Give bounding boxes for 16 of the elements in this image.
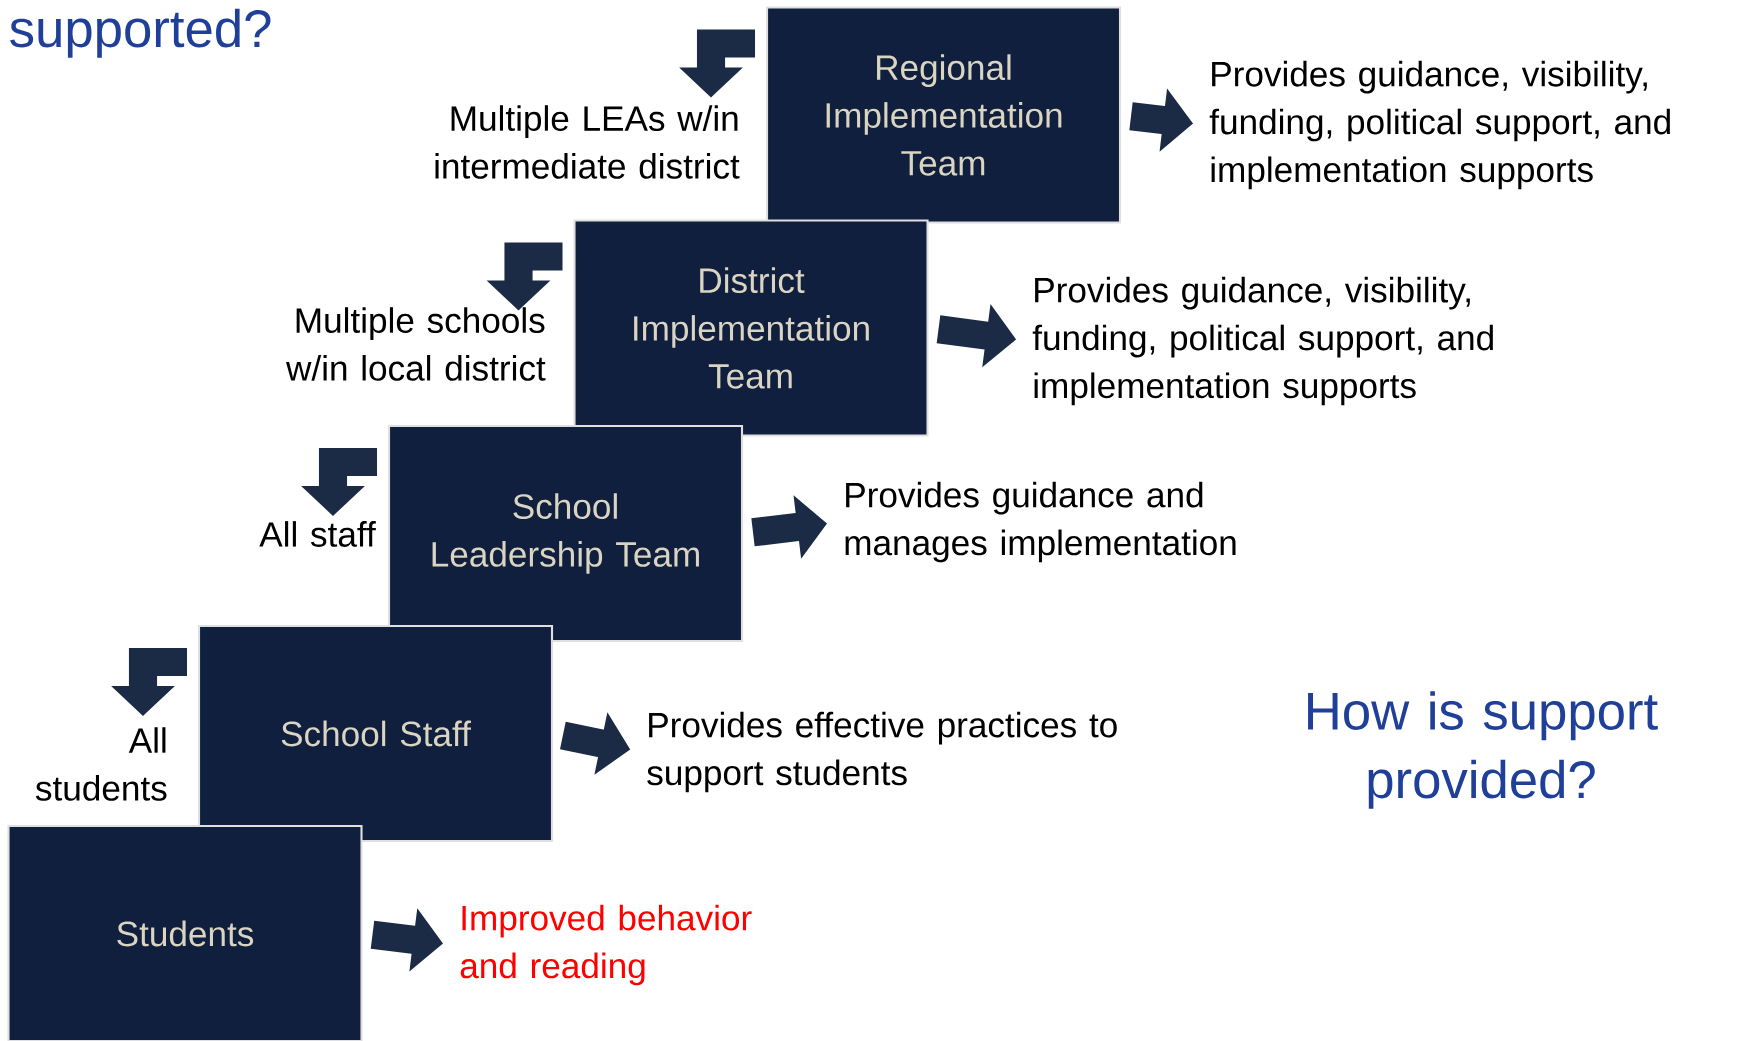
- heading: supported?: [10, 8, 271, 58]
- team-box: School Staff: [197, 624, 554, 843]
- team-box: School Leadership Team: [387, 424, 744, 643]
- side-label: Multiple LEAs w/in intermediate district: [435, 105, 740, 179]
- description-text: Improved behavior and reading: [460, 904, 752, 986]
- heading: How is support provided?: [1308, 691, 1658, 809]
- description-text: Provides guidance and manages implementation: [845, 481, 1236, 563]
- side-label: All students: [35, 727, 167, 801]
- side-label: All staff: [259, 521, 376, 547]
- side-label: Multiple schools w/in local district: [286, 307, 546, 381]
- team-box: Students: [7, 824, 363, 1041]
- description-text: Provides effective practices to support students: [647, 711, 1117, 793]
- team-box: Regional Implementation Team: [765, 6, 1122, 224]
- team-box: District Implementation Team: [573, 219, 929, 437]
- description-text: Provides guidance, visibility, funding, political support, and implementation supports: [1209, 60, 1670, 190]
- description-text: Provides guidance, visibility, funding, political support, and implementation supports: [1032, 276, 1493, 406]
